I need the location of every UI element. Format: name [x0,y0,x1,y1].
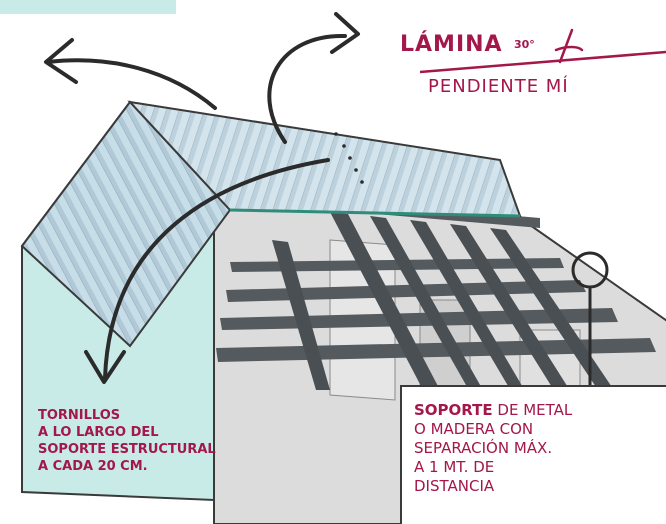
rafters [272,212,622,402]
arrow-right-up-head [330,12,360,54]
angle-icon [554,28,584,64]
header-band [0,0,176,14]
support-note-line: DISTANCIA [414,477,495,495]
arrow-down-left-head [84,350,126,384]
arrow-left-up [46,58,217,110]
screws-note-line: A CADA 20 CM. [38,459,148,474]
support-note: SOPORTE DE METAL O MADERA CON SEPARACIÓN… [414,401,572,496]
support-line1-rest: DE METAL [492,401,573,419]
arrow-right-up [267,33,347,144]
support-note-line-1: SOPORTE DE METAL [414,401,572,420]
arrow-left-up-head [44,38,78,84]
support-note-line: SEPARACIÓN MÁX. [414,439,553,457]
sheet-edge [229,208,521,218]
screw-dots [334,132,364,184]
title-label: LÁMINA [400,32,503,57]
screws-note-line: SOPORTE ESTRUCTURAL [38,442,216,457]
angle-label: 30° [514,38,535,51]
slope-label: PENDIENTE MÍ [428,76,569,97]
support-callout-box [400,385,666,524]
arrow-down-left [103,158,330,380]
support-bold-word: SOPORTE [414,401,493,419]
support-note-line: O MADERA CON [414,420,534,438]
screws-note-line: A LO LARGO DEL [38,425,159,440]
support-note-line: A 1 MT. DE [414,458,495,476]
slope-underline [419,50,666,74]
screws-note: TORNILLOS A LO LARGO DEL SOPORTE ESTRUCT… [38,407,216,475]
screws-note-line: TORNILLOS [38,408,121,423]
